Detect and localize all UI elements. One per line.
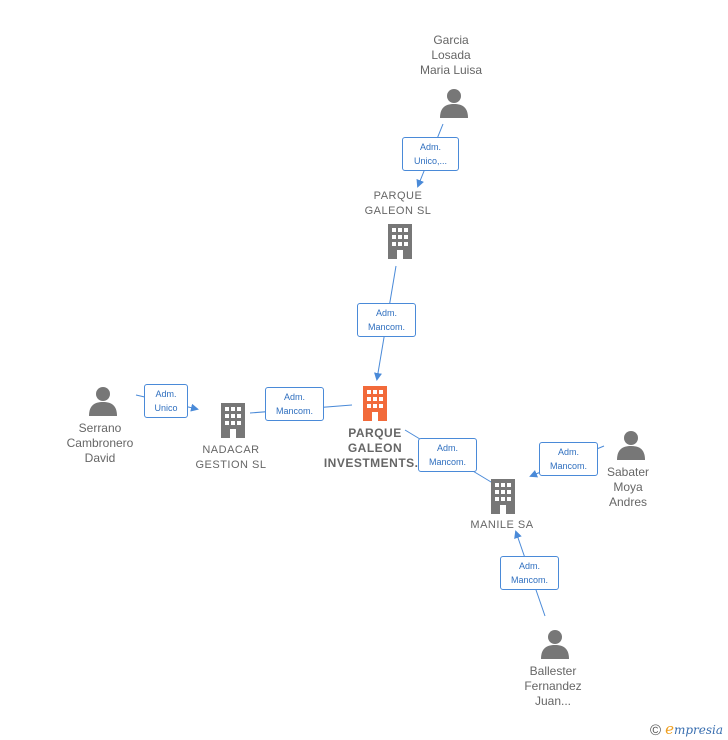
relation-label-sabater-manile[interactable]: Adm. Mancom.: [539, 442, 598, 476]
person-icon[interactable]: [440, 88, 468, 118]
company-name-parque-galeon-sl[interactable]: PARQUE GALEON SL: [364, 190, 432, 217]
copyright-symbol: ©: [650, 722, 662, 739]
relation-label-parque-focus[interactable]: Adm. Mancom.: [357, 303, 416, 337]
person-name-ballester[interactable]: Ballester Fernandez Juan...: [524, 664, 582, 708]
brand-name: mpresia: [673, 723, 724, 737]
person-icon[interactable]: [541, 629, 569, 659]
relation-label-focus-manile[interactable]: Adm. Mancom.: [418, 438, 477, 472]
person-icon[interactable]: [89, 386, 117, 416]
building-icon[interactable]: [219, 403, 247, 438]
relation-label-serrano-nadacar[interactable]: Adm. Unico: [144, 384, 188, 418]
company-name-manile[interactable]: MANILE SA: [470, 519, 534, 531]
person-icon[interactable]: [617, 430, 645, 460]
company-name-nadacar[interactable]: NADACAR GESTION SL: [195, 444, 267, 471]
building-icon[interactable]: [489, 479, 517, 514]
empresia-logo[interactable]: ©empresia: [650, 720, 723, 739]
person-name-serrano[interactable]: Serrano Cambronero David: [66, 421, 134, 465]
brand-initial: e: [665, 720, 674, 738]
building-icon[interactable]: [386, 224, 414, 259]
building-icon[interactable]: [361, 386, 389, 421]
relation-label-ballester-manile[interactable]: Adm. Mancom.: [500, 556, 559, 590]
company-name-focus[interactable]: PARQUE GALEON INVESTMENTS...: [323, 426, 427, 470]
relation-label-garcia-parque[interactable]: Adm. Unico,...: [402, 137, 459, 171]
person-name-garcia[interactable]: Garcia Losada Maria Luisa: [419, 33, 483, 77]
person-name-sabater[interactable]: Sabater Moya Andres: [606, 465, 650, 509]
relation-label-nadacar-focus[interactable]: Adm. Mancom.: [265, 387, 324, 421]
